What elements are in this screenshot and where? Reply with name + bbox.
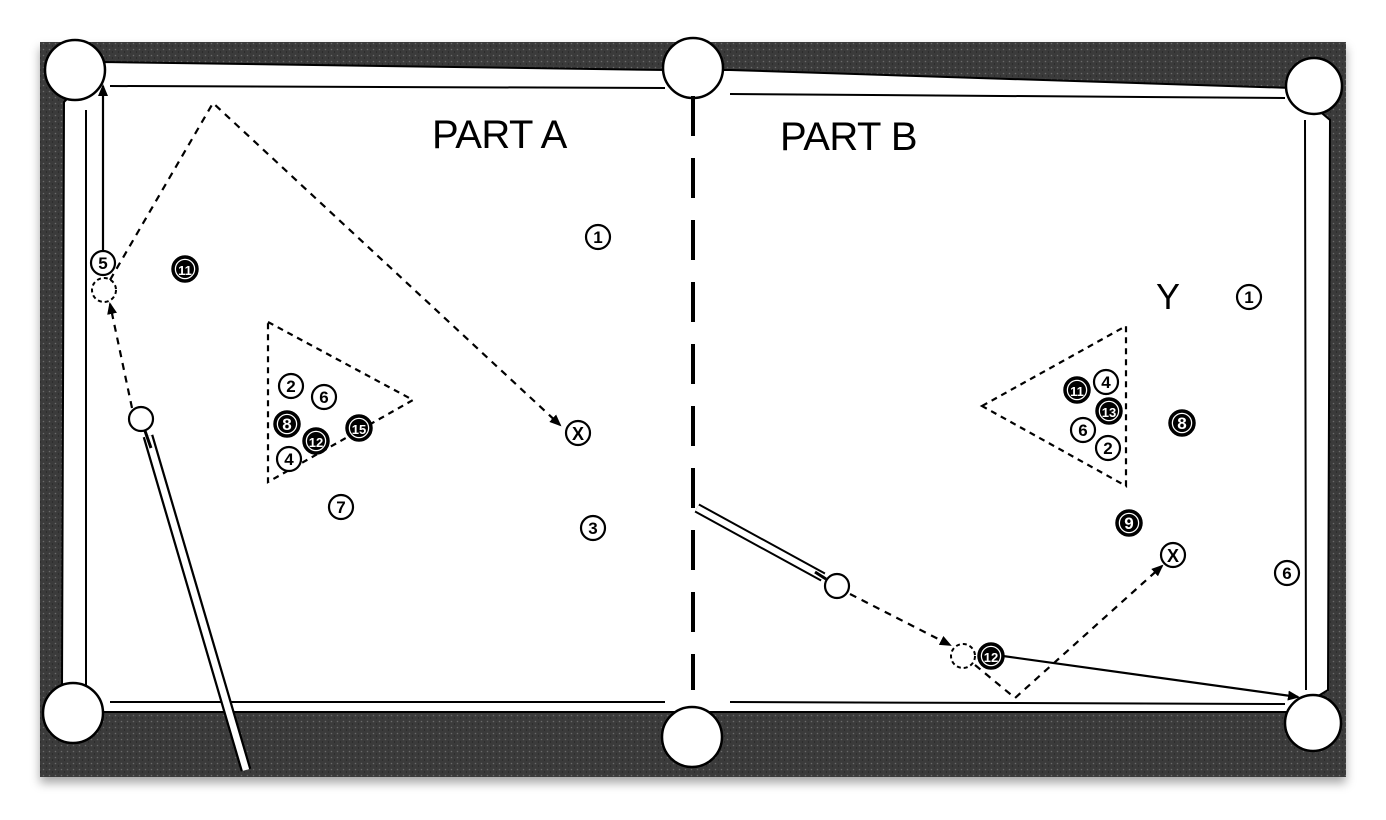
part-b-ball-12: 12 (977, 642, 1005, 670)
part-a-ball-5: 5 (89, 249, 117, 277)
part-a-ball-label: 11 (178, 263, 192, 278)
part-b-ball-label: 6 (1078, 421, 1087, 440)
part-a-ghost-ball (91, 277, 117, 303)
part-b-ball-label: 8 (1177, 414, 1186, 433)
part-b-title: PART B (780, 115, 917, 159)
table-surface (60, 60, 1332, 713)
pocket-top-left (43, 38, 107, 102)
part-a-ball-6: 6 (310, 383, 338, 411)
part-a-ball-label: 4 (284, 450, 294, 469)
part-a-cue-path (107, 302, 134, 409)
part-a-deflection-path (109, 101, 562, 427)
part-b-ball-8: 8 (1168, 409, 1196, 437)
part-b-target-mark: X (1159, 541, 1187, 569)
part-b-paths (849, 324, 1300, 701)
part-a-ball-7: 7 (327, 493, 355, 521)
part-b-ball-label: 6 (1282, 564, 1291, 583)
part-b-ball-13: 13 (1095, 397, 1123, 425)
part-a-ball-8: 8 (273, 410, 301, 438)
part-a-ball-label: 5 (98, 254, 107, 273)
pocket-top-middle (661, 36, 725, 100)
part-a-ball-label: 6 (319, 388, 328, 407)
part-b-cue-path (849, 593, 952, 646)
part-b-ghost-ball (950, 643, 976, 669)
part-a-cue-ball (127, 405, 155, 433)
part-b-ball-label: 9 (1124, 514, 1133, 533)
part-a-paths (98, 84, 562, 484)
pockets (41, 36, 1344, 769)
part-a-ball-label: 3 (588, 519, 597, 538)
pocket-top-right (1284, 56, 1344, 116)
part-a-ball-label: 7 (336, 498, 345, 517)
part-a-rack-outline (266, 320, 416, 484)
part-a-target-mark: X (564, 419, 592, 447)
part-b-ball-label: 11 (1070, 384, 1084, 399)
part-b-ball-label: 12 (984, 650, 998, 665)
part-a-title: PART A (432, 113, 568, 157)
part-a-ball-label: 8 (282, 415, 291, 434)
cushion-line (85, 85, 1307, 705)
pocket-bottom-middle (660, 705, 724, 769)
part-a-ball-11: 11 (171, 255, 199, 283)
pocket-bottom-left (41, 681, 105, 745)
part-b-position-mark: Y (1156, 276, 1180, 317)
part-a-ball-label: 15 (352, 422, 366, 437)
svg-text:X: X (572, 424, 584, 444)
part-b-ball-6: 6 (1273, 559, 1301, 587)
part-a-ball-12: 12 (302, 427, 330, 455)
pocket-bottom-right (1283, 693, 1343, 753)
part-a-ball-label: 12 (309, 435, 323, 450)
part-b-ball-4: 4 (1092, 368, 1120, 396)
part-b-ball-6: 6 (1069, 416, 1097, 444)
part-b-rack-outline (979, 324, 1128, 488)
part-b-ball-1: 1 (1235, 283, 1263, 311)
part-b-ball-label: 13 (1102, 405, 1116, 420)
part-b-cue-stick (694, 503, 827, 582)
svg-text:X: X (1167, 546, 1179, 566)
part-b-ball-label: 2 (1103, 439, 1112, 458)
part-b-ball-11: 11 (1063, 376, 1091, 404)
part-b-cue-ball (823, 572, 851, 600)
part-b-ball-9: 9 (1115, 509, 1143, 537)
part-a-ball-label: 1 (593, 228, 602, 247)
part-b-ball-label: 1 (1244, 288, 1253, 307)
part-a-ball-3: 3 (579, 514, 607, 542)
part-a-ball-15: 15 (345, 414, 373, 442)
part-a-ball-label: 2 (286, 377, 295, 396)
part-a-ball-4: 4 (275, 445, 303, 473)
part-b-ball-label: 4 (1101, 373, 1111, 392)
part-a-ball-2: 2 (277, 372, 305, 400)
part-b-object-ball-path (1002, 654, 1300, 701)
part-b-ball-2: 2 (1094, 434, 1122, 462)
part-b-deflection-path (974, 564, 1164, 700)
part-a-ball-1: 1 (584, 223, 612, 251)
